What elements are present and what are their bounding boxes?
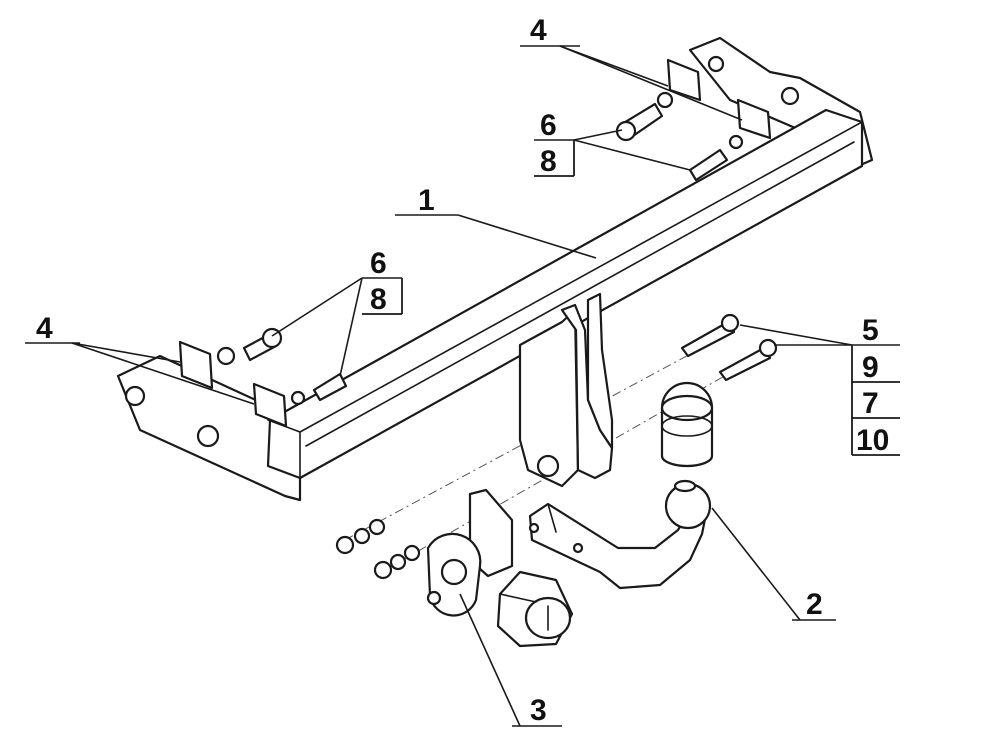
ball-cover-cap (660, 381, 714, 468)
callout-5: 5 (862, 314, 879, 347)
callout-8-top: 8 (540, 145, 557, 178)
callout-2: 2 (806, 588, 823, 621)
callout-labels: 1 4 4 6 8 6 8 5 9 7 10 2 3 (36, 14, 889, 727)
tow-ball-mount (528, 479, 712, 590)
callout-4-top: 4 (530, 14, 547, 47)
callout-9: 9 (862, 351, 879, 384)
callout-6-mid: 6 (370, 247, 387, 280)
electrical-socket (496, 570, 574, 648)
electrical-socket-plate (426, 488, 514, 617)
leader-lines (25, 45, 900, 727)
callout-3: 3 (530, 694, 547, 727)
callout-boxes (362, 140, 900, 456)
ball-mount-bolts (680, 313, 778, 382)
callout-8-mid: 8 (370, 283, 387, 316)
beam-bolts (216, 91, 744, 406)
callout-7: 7 (862, 387, 879, 420)
crossbar (116, 36, 874, 502)
callout-6-top: 6 (540, 109, 557, 142)
nuts-and-washers (335, 518, 421, 580)
assembly-axis-lines (344, 329, 771, 571)
callout-1: 1 (418, 184, 435, 217)
callout-10: 10 (856, 424, 889, 457)
callout-4-left: 4 (36, 312, 53, 345)
